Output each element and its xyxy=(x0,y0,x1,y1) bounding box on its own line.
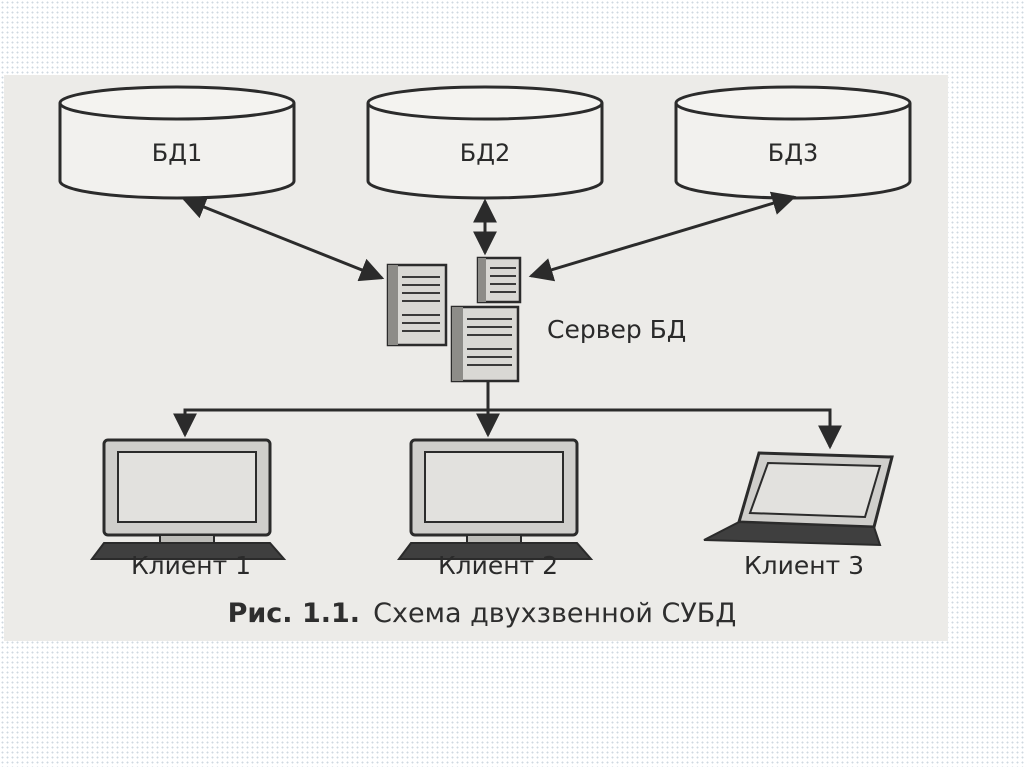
two-tier-dbms-diagram: БД1 БД2 БД3 xyxy=(58,85,912,629)
db2-label: БД2 xyxy=(460,139,510,167)
caption-text: Схема двухзвенной СУБД xyxy=(373,598,736,629)
server-icon xyxy=(386,256,522,383)
arrow-db3-server xyxy=(528,191,797,282)
database-db3: БД3 xyxy=(674,85,912,200)
db1-label: БД1 xyxy=(152,139,202,167)
client3-label: Клиент 3 xyxy=(744,551,864,580)
connector-server-clients xyxy=(173,381,842,450)
figure-image: БД1 БД2 БД3 xyxy=(4,75,948,641)
figure-caption: Рис. 1.1. Схема двухзвенной СУБД xyxy=(228,598,737,629)
laptop-computer-icon xyxy=(703,451,894,547)
db3-label: БД3 xyxy=(768,139,818,167)
arrow-db1-server xyxy=(181,195,385,282)
database-db2: БД2 xyxy=(366,85,604,200)
desktop-computer-icon xyxy=(397,438,594,560)
database-db1: БД1 xyxy=(58,85,296,200)
caption-prefix: Рис. 1.1. xyxy=(228,598,360,629)
desktop-computer-icon xyxy=(90,438,287,560)
client1-label: Клиент 1 xyxy=(131,551,251,580)
server-label: Сервер БД xyxy=(547,315,686,344)
client2-label: Клиент 2 xyxy=(438,551,558,580)
